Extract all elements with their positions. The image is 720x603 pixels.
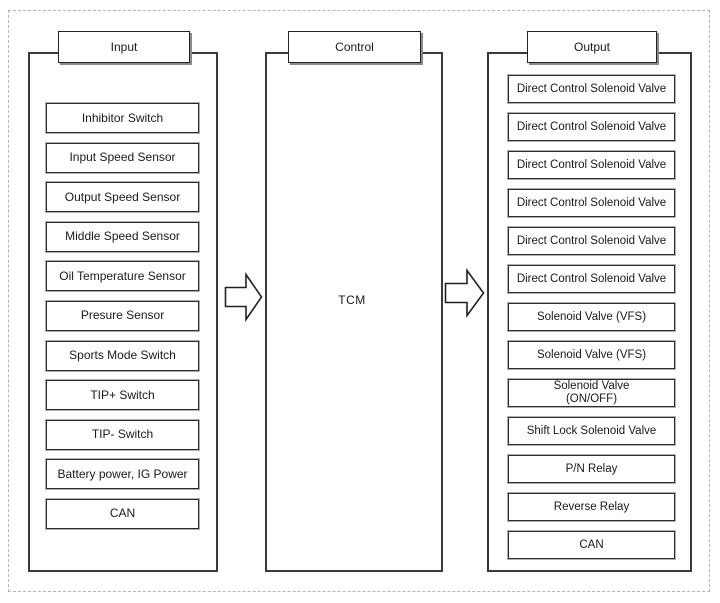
output-item-label: Direct Control Solenoid Valve — [516, 158, 667, 171]
output-item-label: Solenoid Valve (VFS) — [536, 310, 647, 323]
input-item-label: TIP- Switch — [91, 427, 154, 442]
output-item-label: Reverse Relay — [553, 500, 630, 513]
output-item-label: CAN — [579, 538, 604, 551]
output-item: P/N Relay — [507, 454, 676, 484]
output-item-label: Solenoid Valve (VFS) — [536, 348, 647, 361]
output-item: Reverse Relay — [507, 492, 676, 522]
output-section-title: Output — [527, 31, 657, 63]
control-section-title: Control — [288, 31, 421, 63]
input-item: CAN — [45, 497, 200, 530]
input-item: Oil Temperature Sensor — [45, 260, 200, 293]
output-item-label: Direct Control Solenoid Valve — [516, 196, 667, 209]
input-item-label: Sports Mode Switch — [69, 348, 176, 363]
input-item: Battery power, IG Power — [45, 458, 200, 491]
output-item-label: Shift Lock Solenoid Valve — [526, 424, 657, 437]
output-item: Shift Lock Solenoid Valve — [507, 416, 676, 446]
input-item-label: Input Speed Sensor — [69, 150, 176, 165]
input-item-label: Battery power, IG Power — [57, 466, 188, 481]
input-item: TIP- Switch — [45, 418, 200, 451]
input-item-label: Inhibitor Switch — [81, 110, 164, 125]
output-item-label: Direct Control Solenoid Valve — [516, 272, 667, 285]
output-item-label: P/N Relay — [565, 462, 618, 475]
output-item-label: Solenoid Valve (ON/OFF) — [553, 380, 630, 405]
output-item-label: Direct Control Solenoid Valve — [516, 120, 667, 133]
output-item: Solenoid Valve (ON/OFF) — [507, 378, 676, 408]
flow-arrow-icon — [444, 268, 485, 318]
output-items: Direct Control Solenoid Valve Direct Con… — [507, 74, 676, 560]
control-section-box — [265, 52, 443, 572]
output-item: CAN — [507, 530, 676, 560]
input-section-title: Input — [58, 31, 190, 63]
input-item-label: TIP+ Switch — [90, 387, 155, 402]
flow-arrow-icon — [224, 272, 263, 322]
output-item: Direct Control Solenoid Valve — [507, 150, 676, 180]
input-item-label: CAN — [109, 506, 136, 521]
output-item: Solenoid Valve (VFS) — [507, 302, 676, 332]
input-item-label: Output Speed Sensor — [64, 189, 181, 204]
input-item: Presure Sensor — [45, 299, 200, 332]
control-title-label: Control — [335, 40, 374, 54]
tcm-label: TCM — [338, 293, 366, 307]
input-title-label: Input — [110, 40, 138, 54]
output-item-label: Direct Control Solenoid Valve — [516, 234, 667, 247]
input-item: Sports Mode Switch — [45, 339, 200, 372]
input-item: Inhibitor Switch — [45, 102, 200, 134]
output-item: Direct Control Solenoid Valve — [507, 188, 676, 218]
output-item: Direct Control Solenoid Valve — [507, 112, 676, 142]
input-item: Middle Speed Sensor — [45, 220, 200, 253]
output-item: Direct Control Solenoid Valve — [507, 74, 676, 104]
input-item-label: Presure Sensor — [80, 308, 165, 323]
output-item: Direct Control Solenoid Valve — [507, 264, 676, 294]
output-item: Solenoid Valve (VFS) — [507, 340, 676, 370]
output-title-label: Output — [573, 40, 611, 54]
input-item: TIP+ Switch — [45, 379, 200, 412]
input-items: Inhibitor Switch Input Speed Sensor Outp… — [45, 102, 200, 530]
output-item: Direct Control Solenoid Valve — [507, 226, 676, 256]
output-item-label: Direct Control Solenoid Valve — [516, 82, 667, 95]
input-item-label: Middle Speed Sensor — [65, 229, 180, 244]
input-item: Output Speed Sensor — [45, 181, 200, 214]
input-item: Input Speed Sensor — [45, 141, 200, 174]
input-item-label: Oil Temperature Sensor — [59, 268, 186, 283]
diagram-frame — [8, 10, 710, 592]
